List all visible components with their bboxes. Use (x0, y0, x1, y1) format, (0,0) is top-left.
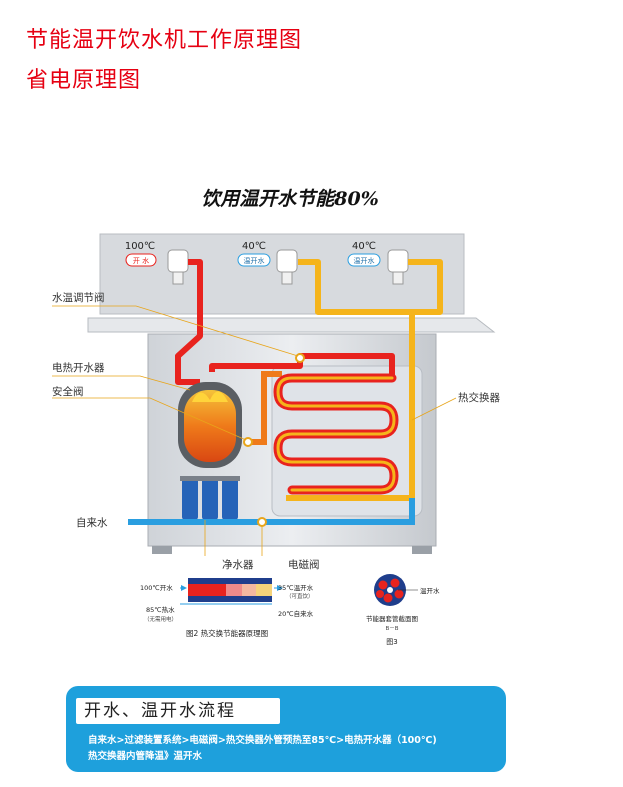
tap-hot-badge (125, 253, 157, 267)
fig2-exchanger-bar (188, 578, 272, 602)
tap-warm-2[interactable] (387, 249, 409, 285)
flow-heading: 开水、温开水流程 (76, 698, 280, 724)
fig3-caption: 图3 (386, 638, 397, 646)
fig2-right-bottom: 20℃自来水 (278, 609, 314, 618)
solenoid-valve-label: 电磁阀 (288, 558, 320, 571)
temp-valve-label: 水温调节阀 (52, 291, 105, 304)
heat-exchanger-label: 热交换器 (458, 391, 500, 404)
tap-warm-1-label: 温开水 (244, 256, 265, 265)
temp-valve-icon (295, 353, 305, 363)
tap-hot-temp: 100℃ (125, 241, 155, 252)
tap-warm-1[interactable] (276, 249, 298, 285)
fig2-left-top: 100℃开水 (140, 583, 173, 592)
safety-valve-label: 安全阀 (52, 385, 84, 398)
solenoid-valve-icon (257, 517, 267, 527)
purifier-label: 净水器 (222, 558, 254, 571)
boiler-tank (178, 382, 242, 468)
safety-valve-icon (243, 437, 253, 447)
fig3-side-label: 温开水 (420, 586, 440, 595)
fig2-left-note: （无需用电） (144, 615, 177, 623)
flow-panel: 开水、温开水流程 自来水>过滤装置系统>电磁阀>热交换器外管预热至85℃>电热开… (66, 686, 506, 772)
tap-water-pipe (128, 498, 415, 525)
heat-exchanger-coil (273, 373, 399, 495)
fig2-right-top: 35℃温开水 (278, 583, 314, 592)
flow-line-1: 自来水>过滤装置系统>电磁阀>热交换器外管预热至85℃>电热开水器（100℃) (88, 735, 437, 746)
page-subtitle: 省电原理图 (26, 68, 142, 93)
tap-warm-2-label: 温开水 (354, 256, 375, 265)
water-purifier (180, 476, 240, 520)
fig3-cross-section (374, 574, 406, 606)
callout-lines (52, 305, 457, 556)
boiler-label: 电热开水器 (52, 361, 105, 374)
tap-warm-1-badge (237, 253, 271, 267)
tap-hot[interactable] (167, 249, 189, 285)
tap-warm-1-temp: 40℃ (242, 241, 266, 252)
tap-warm-2-badge (347, 253, 381, 267)
fig2-left-bottom: 85℃热水 (146, 605, 175, 614)
page-title: 节能温开饮水机工作原理图 (26, 28, 303, 53)
flow-line-2: 热交换器内管降温》温开水 (88, 751, 203, 762)
tap-warm-2-temp: 40℃ (352, 241, 376, 252)
fig3-title: 节能器套管截面图 (366, 614, 418, 623)
warm-water-pipes (286, 259, 443, 501)
slogan: 饮用温开水节能80% (201, 188, 379, 210)
preheat-pipe (244, 371, 282, 445)
right-foot (412, 546, 432, 554)
tap-water-label: 自来水 (76, 516, 108, 529)
fig2-right-note: （可直饮） (286, 592, 314, 600)
counter-top (87, 317, 496, 333)
fig3-section: B－B (385, 626, 398, 632)
fig2-caption: 图2 热交换节能器原理图 (186, 628, 268, 638)
tap-hot-label: 开 水 (133, 256, 149, 265)
left-foot (152, 546, 172, 554)
